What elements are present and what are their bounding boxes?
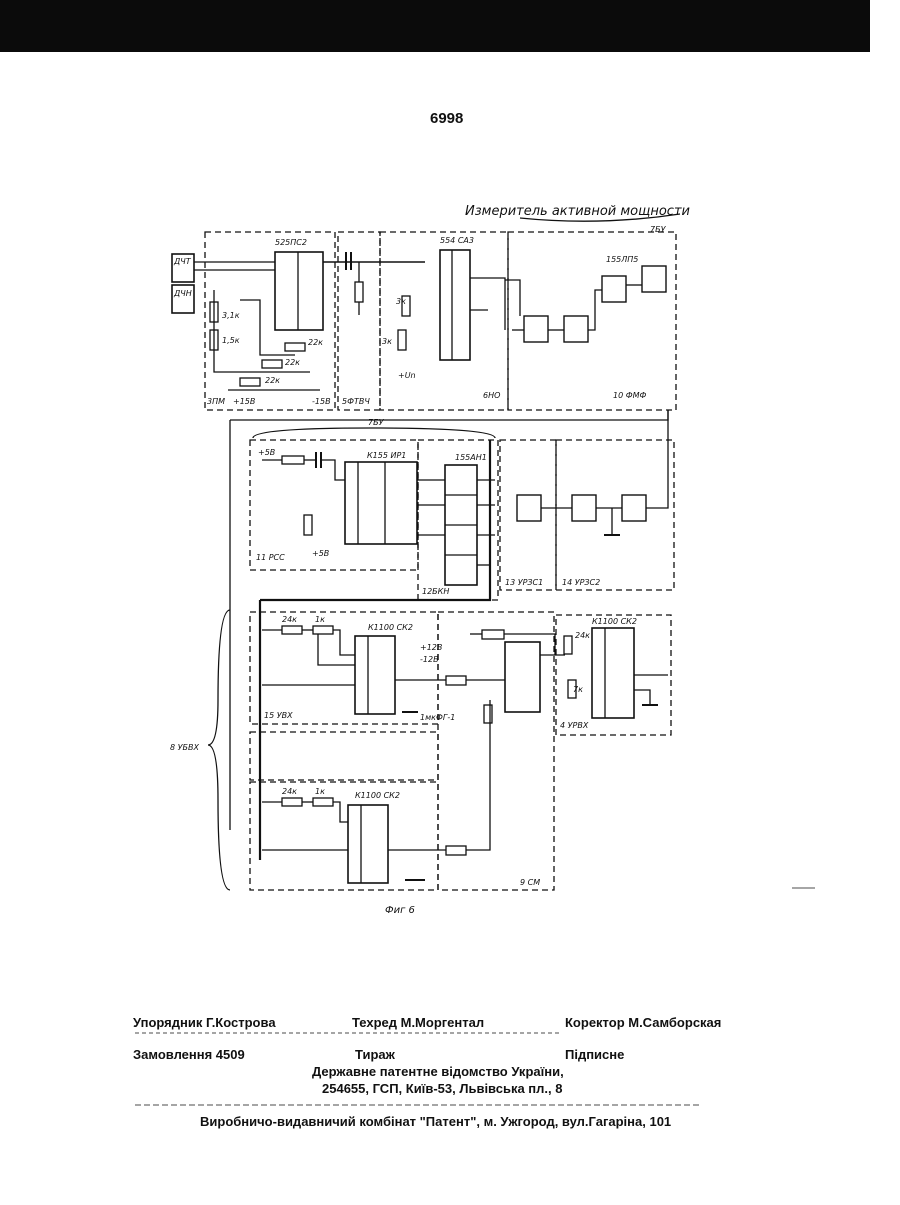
brace-8ubvh <box>208 610 230 890</box>
label-p12v: +12В <box>420 643 442 652</box>
label-dchi: ДЧН <box>173 289 192 298</box>
footer-corrector: Коректор М.Самборская <box>565 1015 721 1030</box>
label-p5v-2: +5В <box>312 549 329 558</box>
label-9sm: 9 СМ <box>520 878 540 887</box>
block-10fmf <box>508 232 676 410</box>
resistor-24k-2 <box>282 798 302 806</box>
label-15uvh: 15 УВХ <box>264 711 293 720</box>
gate-out <box>642 266 666 292</box>
label-13urzs1: 13 УРЗС1 <box>505 578 543 587</box>
value-1k-1: 1к <box>315 615 325 624</box>
label-14urzs2: 14 УРЗС2 <box>562 578 600 587</box>
label-525ps2: 525ПС2 <box>275 238 307 247</box>
gate-2 <box>564 316 588 342</box>
resistor-sm-n <box>446 846 466 855</box>
footer-order: Замовлення 4509 <box>133 1047 245 1062</box>
value-7k: 7к <box>573 685 583 694</box>
label-m15v: -15В <box>312 397 331 406</box>
footer-agency: Державне патентне відомство України, <box>312 1064 564 1079</box>
label-m12v: -12В <box>420 655 439 664</box>
resistor-1k-1 <box>313 626 333 634</box>
block-uvh-mid <box>250 732 438 780</box>
resistor-22k-c <box>240 378 260 386</box>
resistor-rss-2 <box>304 515 312 535</box>
gate-14a <box>572 495 596 521</box>
value-3-1k: 3,1к <box>222 311 240 320</box>
footer-address: 254655, ГСП, Київ-53, Львівська пл., 8 <box>322 1081 562 1096</box>
value-22k-1: 22к <box>308 338 323 347</box>
gate-13 <box>517 495 541 521</box>
block-5ftvch <box>338 232 380 410</box>
resistor-24k-1 <box>282 626 302 634</box>
block-6no <box>380 232 508 410</box>
label-k1100sk2-a: К1100 СК2 <box>368 623 413 632</box>
resistor-24k-3 <box>564 636 572 654</box>
resistor-sm-gnd <box>484 705 492 723</box>
label-554sa3: 554 СА3 <box>440 236 474 245</box>
label-k155ir1: К155 ИР1 <box>367 451 406 460</box>
label-7bu-top: 7БУ <box>650 225 667 234</box>
block-14urzs2 <box>556 440 674 590</box>
label-8ubvh: 8 УБВХ <box>170 743 199 752</box>
brace-7bu <box>253 428 495 438</box>
resistor-22k-a <box>285 343 305 351</box>
chip-554sa3 <box>440 250 470 360</box>
label-155an1: 155АН1 <box>455 453 487 462</box>
label-155lp5: 155ЛП5 <box>606 255 638 264</box>
value-1k-2: 1к <box>315 787 325 796</box>
block-uvh-n <box>250 782 438 890</box>
block-9sm <box>438 612 554 890</box>
label-11rss: 11 РСС <box>256 553 285 562</box>
value-22k-2: 22к <box>285 358 300 367</box>
resistor-sm-1 <box>446 676 466 685</box>
chip-k1100sk2-a <box>355 636 395 714</box>
resistor-rss <box>282 456 304 464</box>
figure-caption: Фиг 6 <box>385 905 415 916</box>
label-k1100sk2-b: К1100 СК2 <box>592 617 637 626</box>
chip-k1100sk2-c <box>348 805 388 883</box>
value-24k-3: 24к <box>575 631 590 640</box>
label-6no: 6НО <box>483 391 500 400</box>
label-p5v-1: +5В <box>258 448 275 457</box>
label-fg1: ФГ-1 <box>436 713 455 722</box>
label-1mk: 1мк <box>420 713 436 722</box>
chip-k1100sk2-b <box>592 628 634 718</box>
resistor-22k-b <box>262 360 282 368</box>
gate-xor <box>602 276 626 302</box>
resistor-ftvch <box>355 282 363 302</box>
value-3k-1: 3к <box>396 297 406 306</box>
value-3k-2: 3к <box>382 337 392 346</box>
footer-subscription: Підписне <box>565 1047 624 1062</box>
label-p15v: +15В <box>233 397 255 406</box>
chip-525ps2 <box>275 252 323 330</box>
label-10fmf: 10 ФМФ <box>613 391 647 400</box>
label-k1100sk2-c: К1100 СК2 <box>355 791 400 800</box>
value-24k-2: 24к <box>282 787 297 796</box>
value-22k-3: 22к <box>265 376 280 385</box>
footer-compiler: Упорядник Г.Кострова <box>133 1015 276 1030</box>
block-13urzs1 <box>500 440 556 590</box>
label-5ftvch: 5ФТВЧ <box>342 397 370 406</box>
value-un: +Un <box>398 371 416 380</box>
resistor-3k-b <box>398 330 406 350</box>
footer-publisher: Виробничо-видавничий комбінат "Патент", … <box>200 1114 671 1129</box>
footer-circulation: Тираж <box>355 1047 395 1062</box>
gate-14b <box>622 495 646 521</box>
footer-techred: Техред М.Моргентал <box>352 1015 484 1030</box>
chip-k155ir1 <box>345 462 417 544</box>
gate-1 <box>524 316 548 342</box>
label-4urvh: 4 УРВХ <box>560 721 589 730</box>
label-dch: ДЧТ <box>173 257 192 266</box>
resistor-sm-fb <box>482 630 504 639</box>
block-12bkn <box>418 440 498 600</box>
opamp-sm <box>505 642 540 712</box>
value-24k-1: 24к <box>282 615 297 624</box>
resistor-1k-2 <box>313 798 333 806</box>
label-12bkn: 12БКН <box>422 587 449 596</box>
value-1-5k: 1,5к <box>222 336 240 345</box>
label-3pm: 3ПМ <box>207 397 225 406</box>
